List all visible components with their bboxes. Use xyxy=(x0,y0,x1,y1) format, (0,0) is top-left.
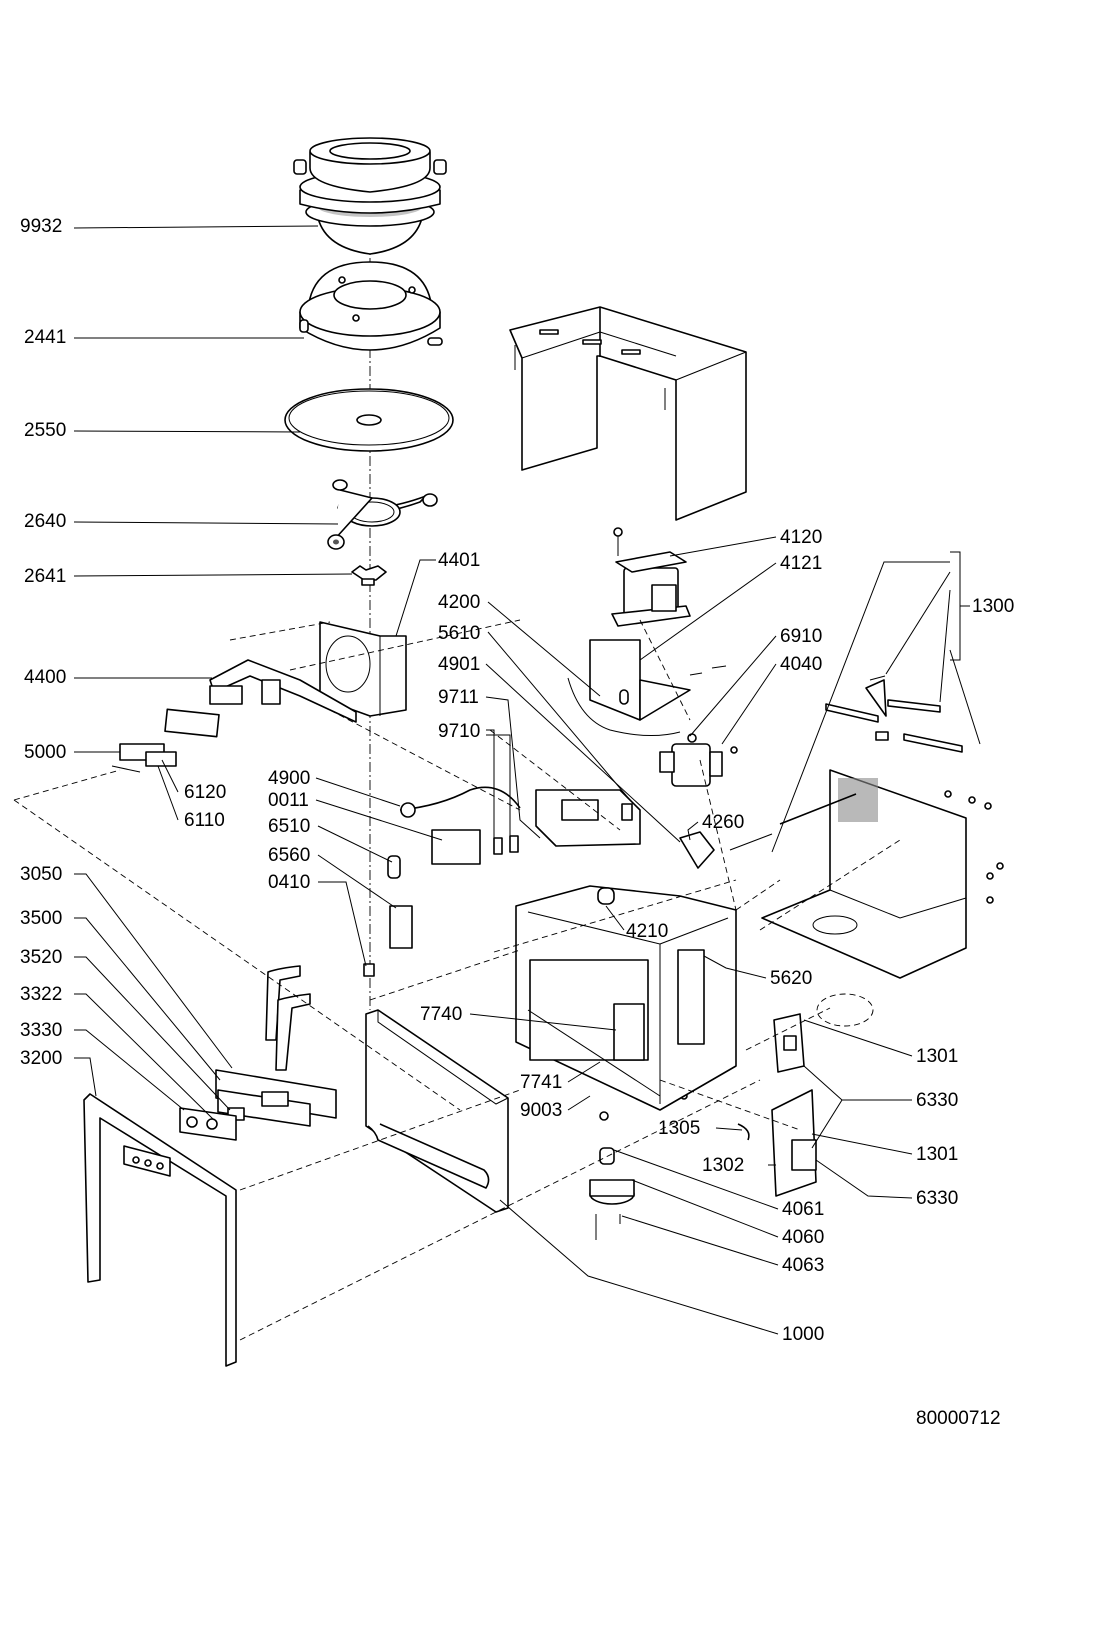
callout-5620: 5620 xyxy=(770,968,812,989)
callout-4200: 4200 xyxy=(438,592,480,613)
callout-0410: 0410 xyxy=(268,872,310,893)
callout-6330-lower: 6330 xyxy=(916,1188,958,1209)
callout-4900: 4900 xyxy=(268,768,310,789)
callout-9932: 9932 xyxy=(20,216,62,237)
callout-1302: 1302 xyxy=(702,1155,744,1176)
callout-3500: 3500 xyxy=(20,908,62,929)
callout-2640: 2640 xyxy=(24,511,66,532)
callout-9711: 9711 xyxy=(438,687,479,708)
callout-2641: 2641 xyxy=(24,566,66,587)
callout-4121: 4121 xyxy=(780,553,822,574)
callout-6910: 6910 xyxy=(780,626,822,647)
door-drawing xyxy=(365,1009,509,1213)
leader-lines xyxy=(73,225,981,1335)
callout-4120: 4120 xyxy=(780,527,822,548)
switch-bracket-drawing xyxy=(535,789,715,869)
drawing-number: 80000712 xyxy=(916,1408,1001,1429)
oven-cavity-drawing xyxy=(515,885,737,1111)
callout-0011: 0011 xyxy=(268,790,309,811)
callout-1000: 1000 xyxy=(782,1324,824,1345)
callout-1301-lower: 1301 xyxy=(916,1144,958,1165)
roller-ring-drawing xyxy=(327,479,438,550)
callout-7741: 7741 xyxy=(520,1072,562,1093)
turntable-plate-drawing xyxy=(284,388,454,452)
top-cabinet-cover-drawing xyxy=(509,306,747,521)
callout-3200: 3200 xyxy=(20,1048,62,1069)
callout-6110: 6110 xyxy=(184,810,225,831)
callout-6120: 6120 xyxy=(184,782,226,803)
callout-4901: 4901 xyxy=(438,654,480,675)
callout-4210: 4210 xyxy=(626,921,668,942)
assembly-guide-lines xyxy=(13,619,901,1341)
control-panel-drawing xyxy=(179,965,337,1141)
cover-drawing xyxy=(299,261,443,351)
callout-4401: 4401 xyxy=(438,550,480,571)
callout-4063: 4063 xyxy=(782,1255,824,1276)
hinge-bracket-drawing xyxy=(737,993,874,1197)
callout-labels: 9932 2441 2550 2640 2641 4400 5000 6120 … xyxy=(20,216,1014,1429)
callout-6510: 6510 xyxy=(268,816,310,837)
screws-drawing xyxy=(599,790,1004,1121)
magnetron-drawing xyxy=(567,677,738,787)
transformer-drawing xyxy=(589,527,727,721)
callout-4060: 4060 xyxy=(782,1227,824,1248)
stirrer-motor-drawing xyxy=(589,1147,635,1240)
callout-4260: 4260 xyxy=(702,812,744,833)
control-bracket-drawing xyxy=(111,621,407,773)
callout-5000: 5000 xyxy=(24,742,66,763)
side-wall-drawing xyxy=(729,675,967,979)
callout-7740: 7740 xyxy=(420,1004,462,1025)
callout-1301-upper: 1301 xyxy=(916,1046,958,1067)
wiring-drawing xyxy=(363,786,521,977)
coupler-drawing xyxy=(351,565,387,586)
steamer-dish-drawing xyxy=(293,137,447,255)
callout-6560: 6560 xyxy=(268,845,310,866)
callout-6330-upper: 6330 xyxy=(916,1090,958,1111)
front-frame-drawing xyxy=(83,1093,237,1367)
callout-2441: 2441 xyxy=(24,327,66,348)
callout-4040: 4040 xyxy=(780,654,822,675)
callout-4400: 4400 xyxy=(24,667,66,688)
callout-1300: 1300 xyxy=(972,596,1014,617)
callout-3520: 3520 xyxy=(20,947,62,968)
callout-1305: 1305 xyxy=(658,1118,700,1139)
callout-5610: 5610 xyxy=(438,623,480,644)
callout-2550: 2550 xyxy=(24,420,66,441)
callout-3050: 3050 xyxy=(20,864,62,885)
callout-3322: 3322 xyxy=(20,984,62,1005)
callout-4061: 4061 xyxy=(782,1199,824,1220)
callout-9003: 9003 xyxy=(520,1100,562,1121)
callout-9710: 9710 xyxy=(438,721,480,742)
callout-3330: 3330 xyxy=(20,1020,62,1041)
